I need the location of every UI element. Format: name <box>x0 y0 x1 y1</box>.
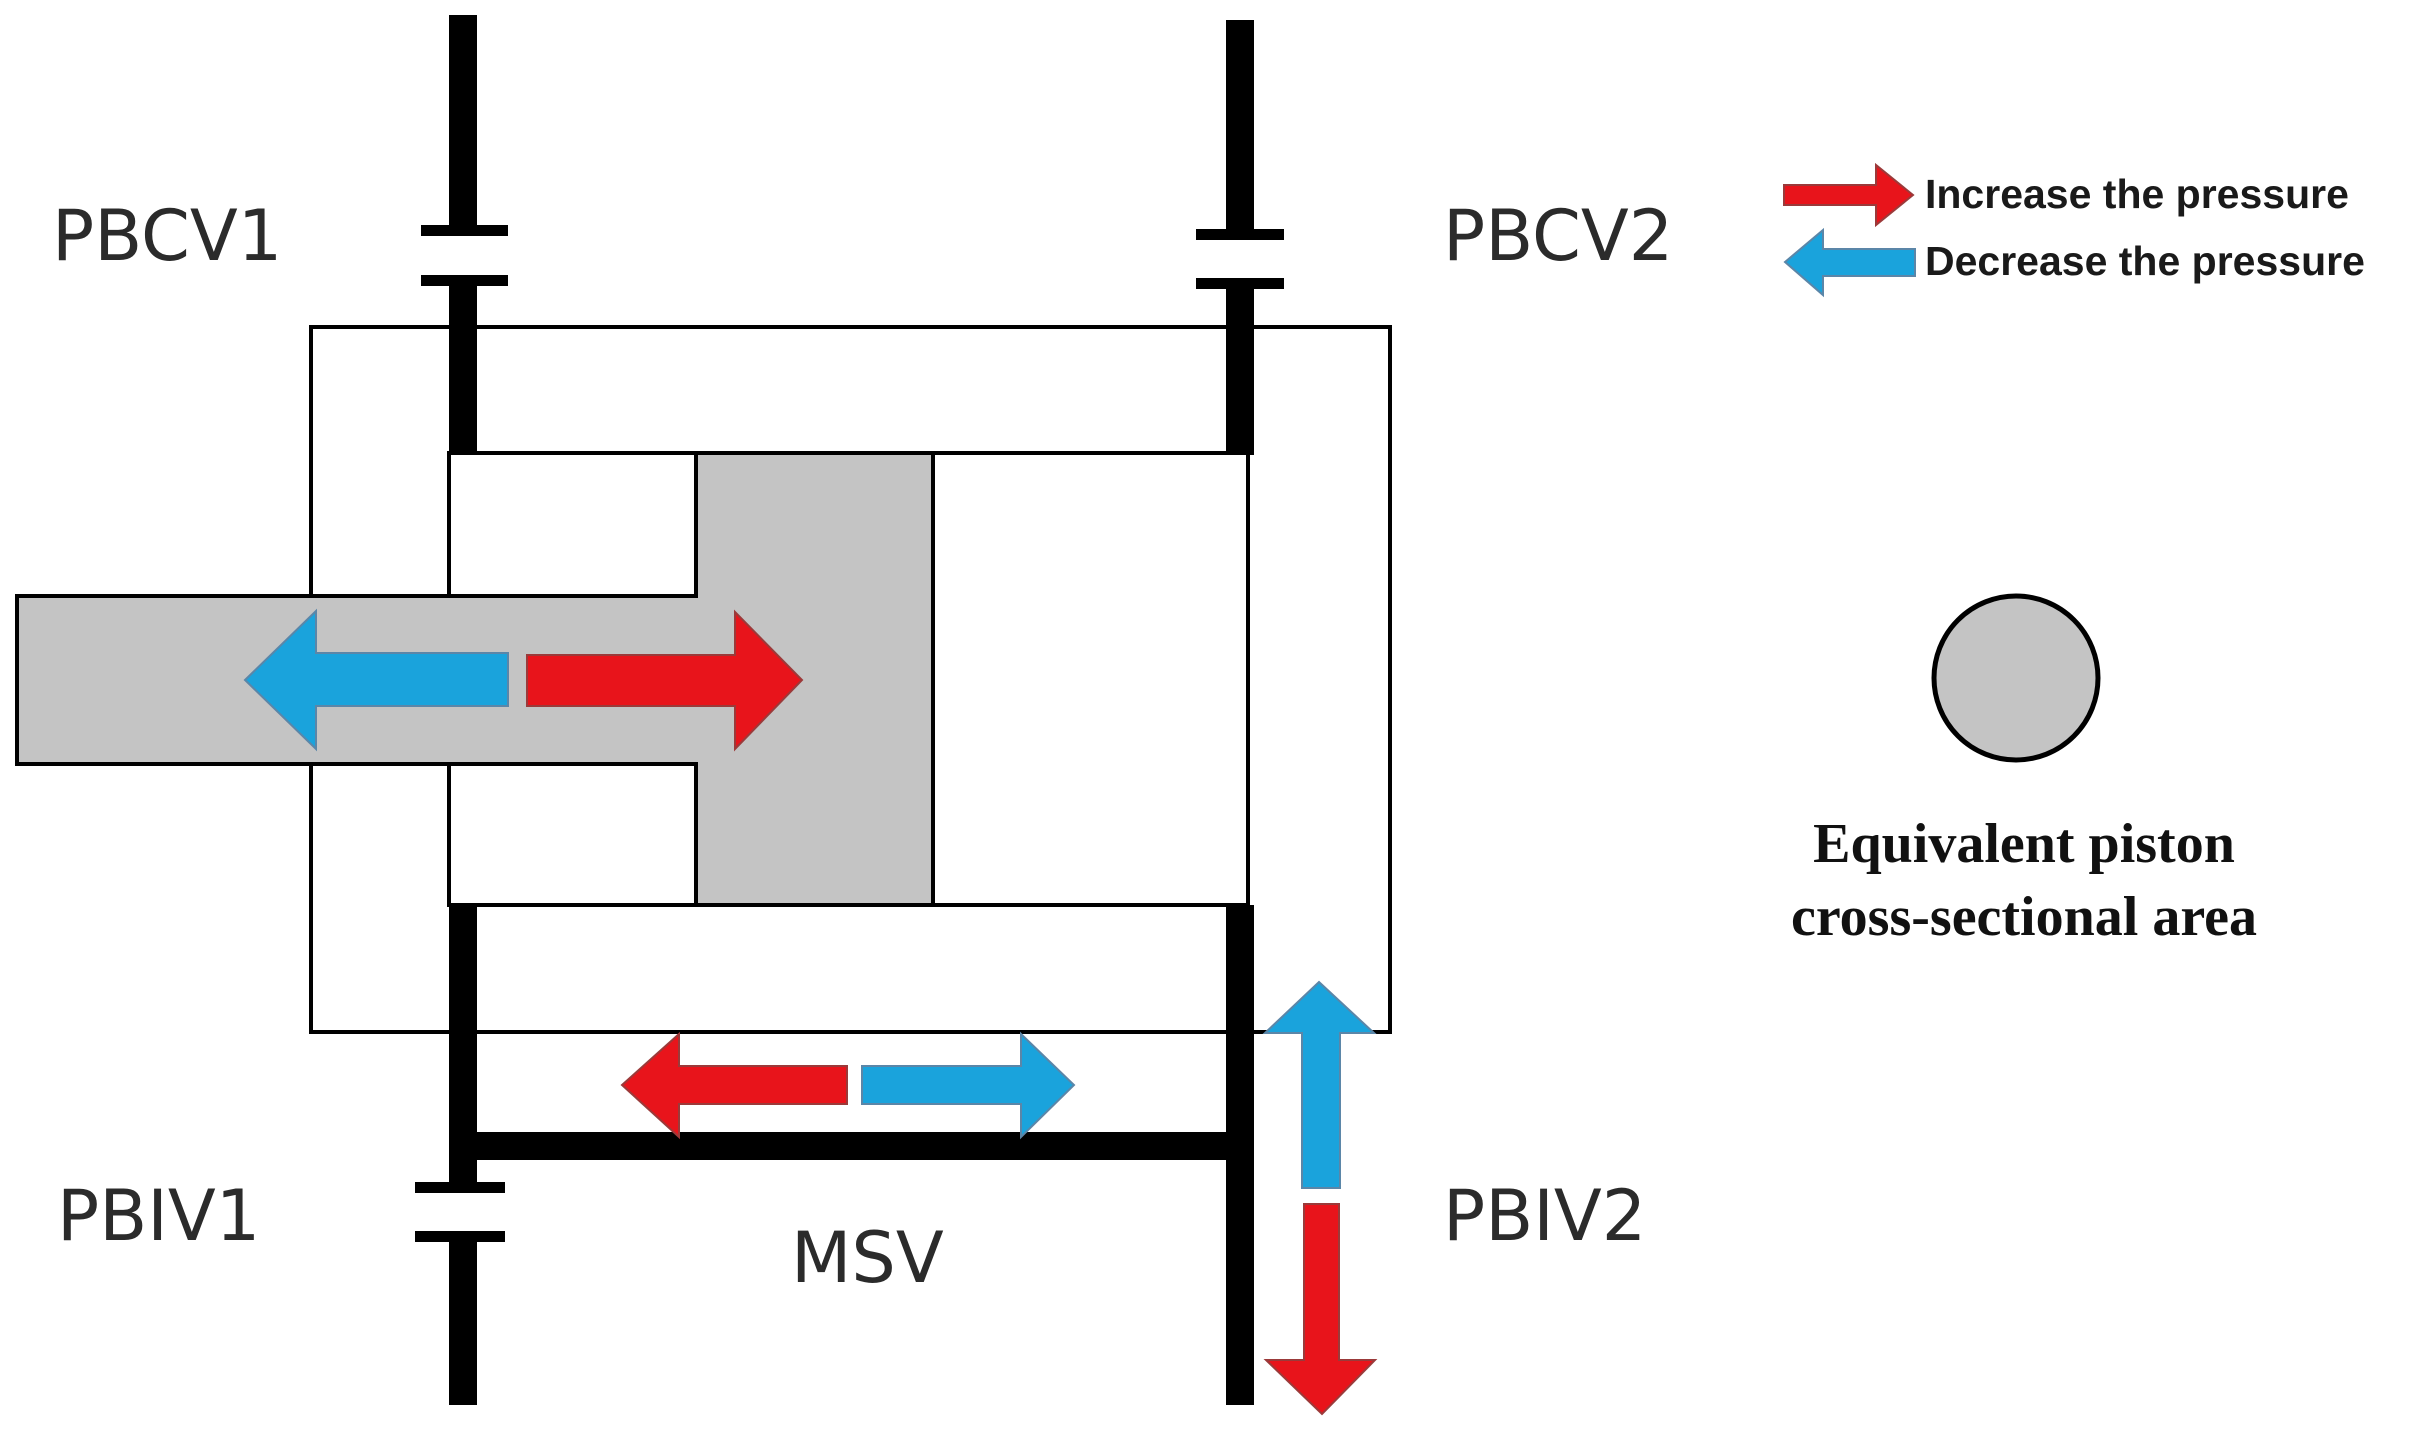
equivalent-area-line1: Equivalent piston <box>1813 813 2235 875</box>
valve-pbiv1-icon <box>415 1182 505 1242</box>
pipe-left-mid <box>449 280 477 455</box>
legend-decrease-arrow-icon <box>1783 227 1916 298</box>
valve-pbcv1-icon <box>421 225 508 286</box>
label-msv: MSV <box>791 1217 944 1299</box>
piston-decrease-arrow-icon <box>243 608 509 752</box>
pbiv2-decrease-arrow-icon <box>1262 980 1377 1189</box>
pipe-msv-horizontal <box>449 1132 1254 1160</box>
pipe-right-mid <box>1226 282 1254 455</box>
label-pbcv1: PBCV1 <box>52 195 282 277</box>
label-pbiv1: PBIV1 <box>57 1175 260 1257</box>
legend-increase-arrow-icon <box>1783 162 1915 228</box>
pipe-left-upper <box>449 15 477 225</box>
msv-increase-arrow-icon <box>620 1031 848 1140</box>
equivalent-area-line2: cross-sectional area <box>1791 886 2257 948</box>
pbiv2-increase-arrow-icon <box>1263 1203 1378 1416</box>
pipe-left-bottom <box>449 1240 477 1405</box>
label-pbcv2: PBCV2 <box>1443 195 1673 277</box>
valve-pbcv2-icon <box>1196 229 1284 289</box>
legend-decrease-label: Decrease the pressure <box>1925 238 2365 284</box>
pipe-right-upper <box>1226 20 1254 230</box>
legend-increase-label: Increase the pressure <box>1925 171 2349 217</box>
piston-area-circle-icon <box>1931 593 2101 763</box>
msv-decrease-arrow-icon <box>861 1031 1076 1140</box>
piston-increase-arrow-icon <box>526 609 804 752</box>
label-pbiv2: PBIV2 <box>1443 1175 1646 1257</box>
